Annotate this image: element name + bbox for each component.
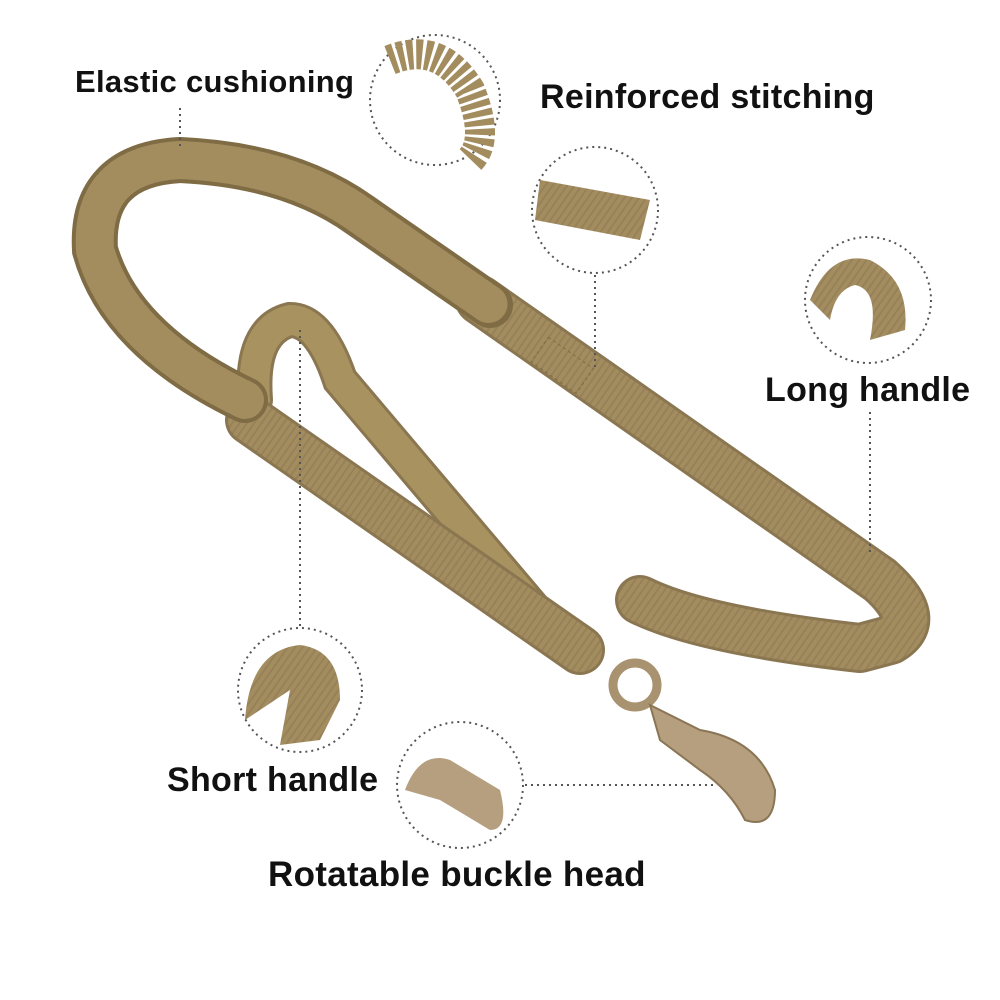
long-handle-strap — [455, 275, 931, 673]
label-reinforced-stitching: Reinforced stitching — [540, 78, 875, 116]
stitching-detail — [535, 180, 650, 240]
buckle-hardware — [608, 658, 777, 823]
label-rotatable-buckle-head: Rotatable buckle head — [268, 855, 646, 894]
elastic-detail — [384, 39, 495, 171]
long-handle-detail — [810, 258, 906, 340]
label-long-handle: Long handle — [765, 371, 971, 409]
label-short-handle: Short handle — [167, 761, 379, 799]
label-elastic-cushioning: Elastic cushioning — [75, 64, 355, 99]
buckle-detail — [405, 758, 504, 830]
short-handle-detail — [245, 645, 340, 745]
short-handle-strap — [225, 301, 605, 675]
elastic-section — [71, 136, 513, 423]
